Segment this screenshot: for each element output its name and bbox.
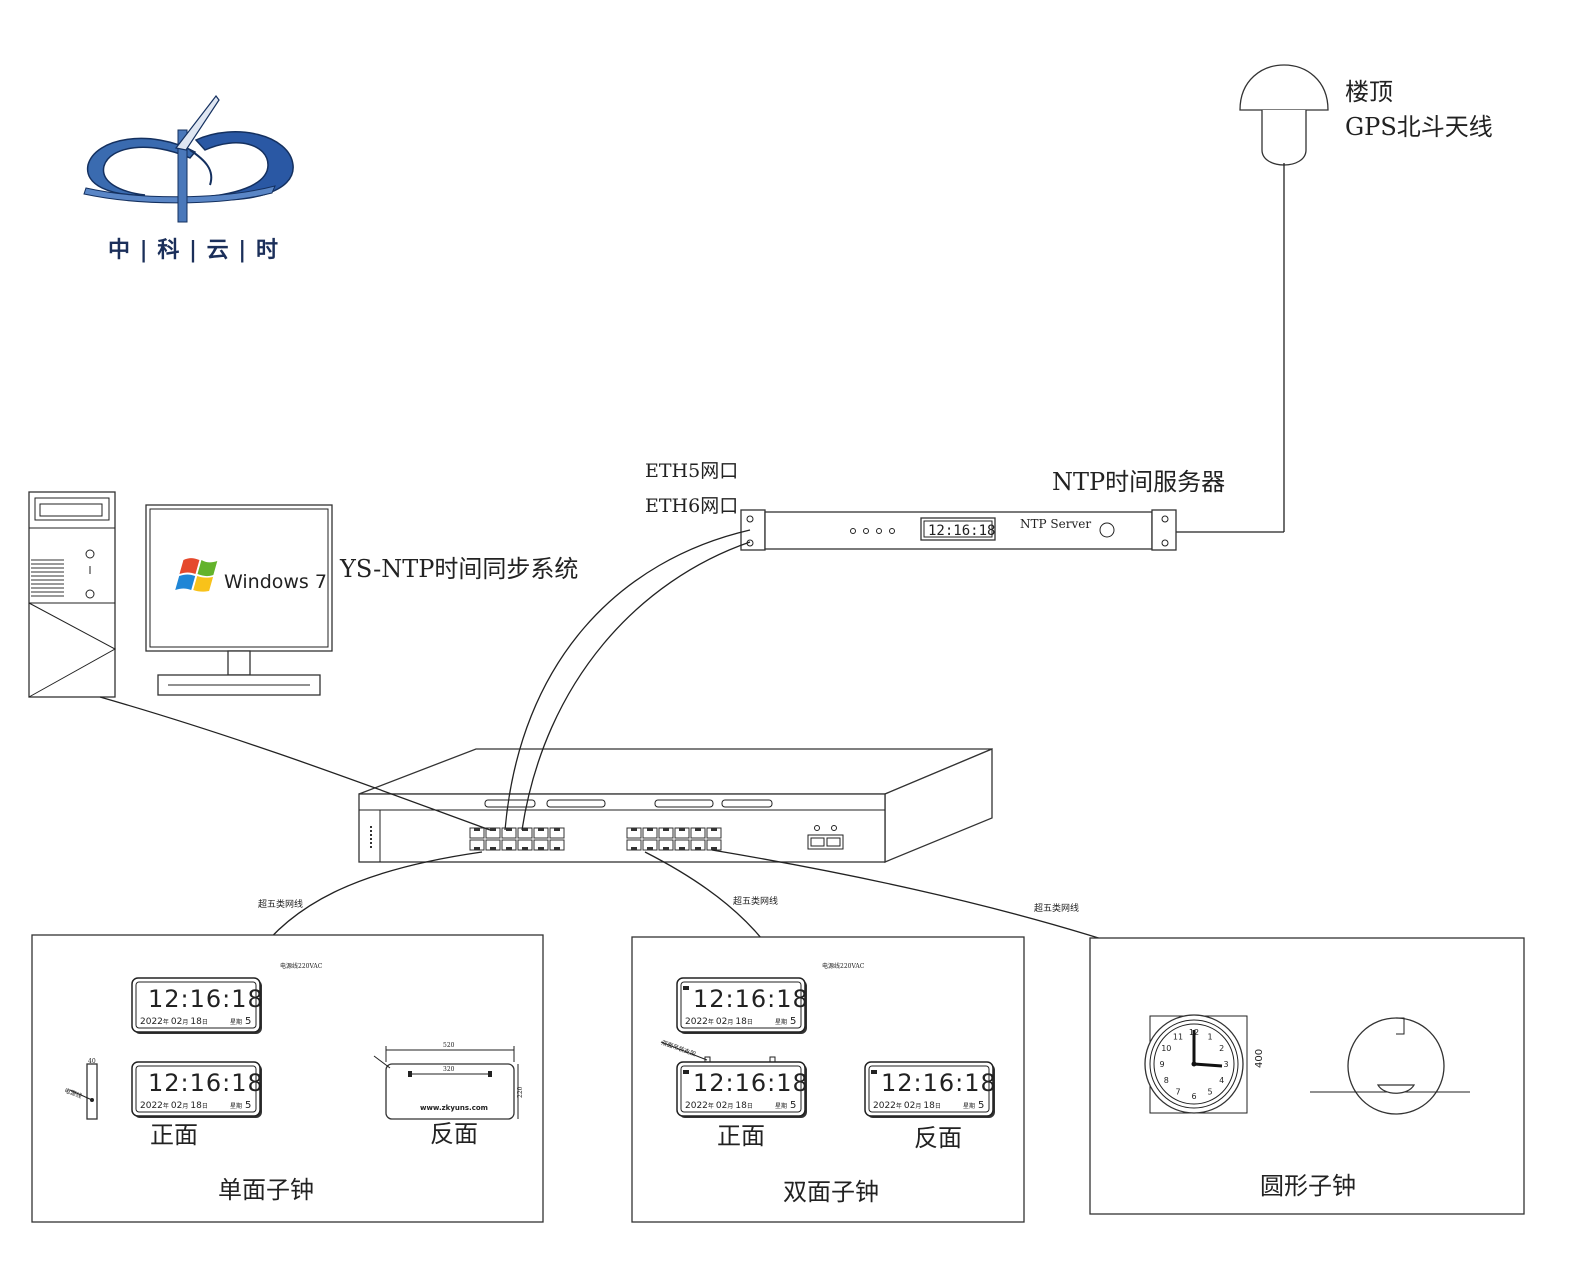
phone-icon — [683, 1070, 689, 1074]
ntp-display-time: 12:16:18 — [928, 523, 995, 539]
round-panel-title: 圆形子钟 — [1260, 1172, 1356, 1200]
website-text: www.zkyuns.com — [420, 1104, 488, 1112]
cable-label-middle: 超五类网线 — [733, 895, 778, 907]
windows-logo-icon — [175, 558, 218, 592]
led-3 — [876, 528, 882, 534]
dial-number: 3 — [1223, 1060, 1228, 1069]
dial-number: 7 — [1175, 1088, 1180, 1097]
dial-number: 5 — [1207, 1088, 1212, 1097]
antenna-label-line1: 楼顶 — [1345, 78, 1393, 106]
ntp-server-title: NTP时间服务器 — [1052, 468, 1225, 496]
power-label-single: 电源线220VAC — [280, 962, 323, 970]
back-height-dimension: 220 — [517, 1086, 524, 1098]
dial-number: 8 — [1164, 1076, 1169, 1085]
dial-number: 11 — [1173, 1032, 1183, 1041]
single-clock-side-view — [69, 1063, 98, 1120]
double-front-label: 正面 — [717, 1122, 765, 1150]
windows-os-text: Windows 7 — [224, 571, 327, 593]
pc-tower — [28, 491, 117, 698]
switch-ports-right — [626, 827, 722, 851]
single-front-label: 正面 — [150, 1121, 198, 1149]
round-height-dimension: 400 — [1254, 1049, 1265, 1068]
hanging-bracket — [660, 1041, 776, 1063]
antenna-label-line2: GPS北斗天线 — [1345, 113, 1493, 141]
depth-dimension: 40 — [88, 1058, 96, 1065]
logo-caption: 中 | 科 | 云 | 时 — [108, 237, 279, 263]
clock-time-text: 12:16:18 — [693, 1069, 809, 1097]
phone-icon — [683, 986, 689, 990]
ntp-server-device — [740, 509, 1177, 551]
dial-number: 9 — [1159, 1060, 1164, 1069]
single-back-label: 反面 — [430, 1120, 478, 1148]
clock-time-text: 12:16:18 — [881, 1069, 997, 1097]
double-back-label: 反面 — [914, 1124, 962, 1152]
company-logo: 中 | 科 | 云 | 时 — [83, 95, 294, 263]
cable-label-right: 超五类网线 — [1034, 902, 1079, 914]
single-clock-back-view — [373, 1046, 519, 1120]
power-knob — [1099, 522, 1115, 538]
single-panel-title: 单面子钟 — [218, 1176, 314, 1204]
cable-label-left: 超五类网线 — [258, 898, 303, 910]
round-clock-face: 121234567891011 — [1144, 1014, 1248, 1114]
dial-number: 2 — [1219, 1044, 1224, 1053]
monitor — [145, 504, 333, 696]
eth5-port-label: ETH5网口 — [645, 460, 738, 482]
dial-number: 4 — [1219, 1076, 1224, 1085]
clock-time-text: 12:16:18 — [148, 985, 264, 1013]
eth6-port-label: ETH6网口 — [645, 495, 738, 517]
power-label-double: 电源线220VAC — [822, 962, 865, 970]
dial-number: 6 — [1191, 1092, 1196, 1101]
ntp-panel-text: NTP Server — [1020, 517, 1091, 531]
led-4 — [889, 528, 895, 534]
dial-number: 10 — [1161, 1044, 1171, 1053]
switch-ports-left — [469, 827, 565, 851]
back-inner-dimension: 320 — [443, 1066, 455, 1073]
phone-icon — [871, 1070, 877, 1074]
round-clock-side-view — [1310, 1017, 1470, 1115]
clock-time-text: 12:16:18 — [148, 1069, 264, 1097]
network-switch — [358, 748, 993, 863]
led-2 — [863, 528, 869, 534]
dial-number: 1 — [1207, 1032, 1212, 1041]
system-label: YS-NTP时间同步系统 — [339, 555, 578, 583]
gps-antenna — [1176, 64, 1329, 533]
clock-time-text: 12:16:18 — [693, 985, 809, 1013]
led-1 — [850, 528, 856, 534]
double-panel-title: 双面子钟 — [783, 1178, 879, 1206]
back-width-dimension: 520 — [443, 1042, 455, 1049]
